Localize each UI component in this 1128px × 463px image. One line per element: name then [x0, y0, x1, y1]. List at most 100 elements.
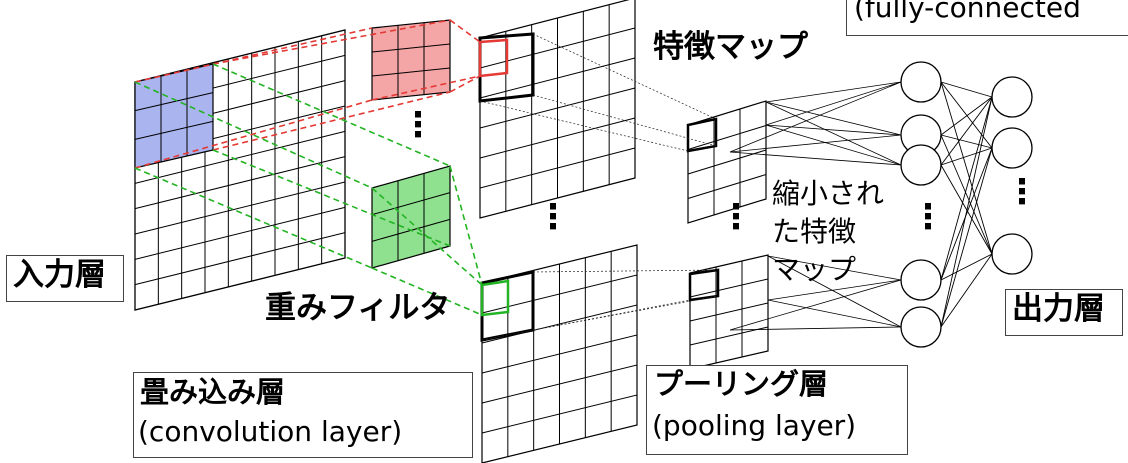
fc-hidden-ellipsis: ⋮ [911, 197, 945, 237]
pool-to-hidden-2-1 [729, 134, 902, 153]
pooling-layer-label-jp: プーリング層 [654, 367, 829, 401]
red-proj-5 [449, 19, 481, 43]
pool-to-hidden-b0-4 [767, 255, 902, 328]
green-proj-2 [212, 63, 451, 167]
hidden-to-out-0-0 [940, 81, 993, 98]
red-filter [371, 19, 451, 101]
feature-map-top-hline [479, 57, 636, 99]
pooled-map-bottom [689, 254, 769, 370]
red-proj-1 [134, 27, 373, 83]
feature-map-top-hline [479, 117, 636, 159]
hidden-to-out-3-2 [940, 253, 993, 281]
green-filter-hline [371, 192, 451, 216]
pooled-map-bottom-hline [689, 326, 769, 346]
red-proj-2 [212, 19, 451, 65]
hidden-to-out-4-0 [940, 96, 993, 328]
output-neuron-1 [991, 127, 1033, 169]
hidden-to-out-0-2 [940, 81, 993, 255]
input-blue-patch-hline [134, 92, 214, 112]
input-layer-grid-hline [134, 156, 346, 210]
pool-to-hidden-1-0 [765, 81, 902, 126]
output-layer-label: 出力層 [1012, 291, 1105, 327]
green-filter-outline [371, 165, 451, 269]
pool-to-hidden-0-2 [765, 101, 902, 166]
pooled-map-ellipsis: ⋮ [719, 197, 753, 237]
green-proj-5 [371, 187, 483, 286]
red-proj-6 [449, 75, 481, 93]
fully-connected-box [846, 0, 1128, 36]
pooled-map-top-hline [687, 174, 767, 199]
red-filter-hline [371, 67, 451, 77]
hidden-neuron-3 [900, 259, 942, 301]
red-proj-4 [212, 91, 451, 151]
pool-to-hidden-0-0 [765, 81, 902, 103]
green-filter [371, 165, 451, 269]
feature-map-label: 特徴マップ [653, 29, 808, 65]
pool-to-hidden-1-1 [765, 124, 902, 136]
pool-to-hidden-1-2 [765, 124, 902, 166]
filter-ellipsis: ⋮ [401, 105, 435, 145]
pool-to-hidden-2-0 [729, 81, 902, 153]
pool-to-hidden-b2-3 [729, 279, 902, 331]
projection-lines [134, 19, 719, 341]
input-layer-box [6, 255, 124, 302]
input-layer-label: 入力層 [13, 257, 106, 293]
output-neuron-2 [991, 233, 1033, 275]
hidden-to-out-0-1 [940, 81, 993, 149]
input-layer-grid [134, 29, 346, 311]
green-filter-target [480, 279, 510, 317]
pool-line-1 [532, 33, 717, 120]
hidden-to-out-4-1 [940, 147, 993, 328]
hidden-to-out-3-0 [940, 96, 993, 281]
red-filter-target [478, 38, 509, 78]
green-proj-1 [134, 81, 373, 189]
fully-connected-label: (fully-connected [854, 0, 1081, 24]
pool-line-5 [532, 295, 719, 331]
pooled-map-top-hline [687, 125, 767, 150]
feature-map-bottom-hline [481, 394, 638, 434]
reduced-feature-map-line3: マップ [772, 253, 857, 286]
pooled-map-bottom-hline [689, 278, 769, 298]
green-proj-3 [134, 167, 373, 269]
input-layer-grid-outline [134, 29, 346, 311]
feature-map-top-hline [479, 87, 636, 129]
conv-layer-label-jp: 畳み込み層 [140, 375, 286, 409]
feature-map-bottom-hline [481, 334, 638, 374]
pool-line-4 [532, 269, 719, 273]
red-proj-3 [134, 99, 373, 169]
hidden-neuron-4 [900, 306, 942, 348]
green-proj-4 [212, 149, 451, 247]
pool-to-hidden-b2-4 [729, 326, 902, 331]
input-blue-patch-hline [134, 120, 214, 140]
feature-map-bottom-hline [481, 304, 638, 344]
feature-map-top [479, 0, 636, 219]
hidden-neuron-0 [900, 61, 942, 103]
hidden-to-out-4-2 [940, 253, 993, 328]
feature-map-ellipsis: ⋮ [536, 197, 570, 237]
output-neuron-0 [991, 76, 1033, 118]
conv-layer-label-en: (convolution layer) [138, 415, 403, 448]
pool-to-hidden-b0-3 [767, 255, 902, 281]
input-layer-grid-hline [134, 181, 346, 235]
fc-output-ellipsis: ⋮ [1005, 172, 1039, 212]
pooled-map-bottom-hline [689, 302, 769, 322]
green-proj-6 [449, 165, 483, 286]
fully-connected-network [729, 61, 1033, 348]
output-layer-box [1005, 289, 1123, 336]
feature-map-bottom-hline [481, 364, 638, 404]
grid-layer [134, 0, 769, 463]
input-layer-grid-hline [134, 130, 346, 184]
pool-line-6 [481, 299, 691, 341]
input-layer-grid-hline [134, 232, 346, 286]
pool-to-hidden-b1-3 [767, 279, 902, 301]
conv-layer-box [133, 372, 473, 458]
hidden-to-out-2-2 [940, 164, 993, 255]
pooling-layer-box [646, 365, 908, 455]
input-layer-grid-hline [134, 206, 346, 260]
pool-to-hidden-b1-4 [767, 299, 902, 328]
red-filter-hline [371, 43, 451, 53]
feature-map-top-hline [479, 147, 636, 189]
feature-map-bottom [481, 244, 638, 463]
red-proj-7 [371, 75, 481, 101]
hidden-neuron-2 [900, 144, 942, 186]
